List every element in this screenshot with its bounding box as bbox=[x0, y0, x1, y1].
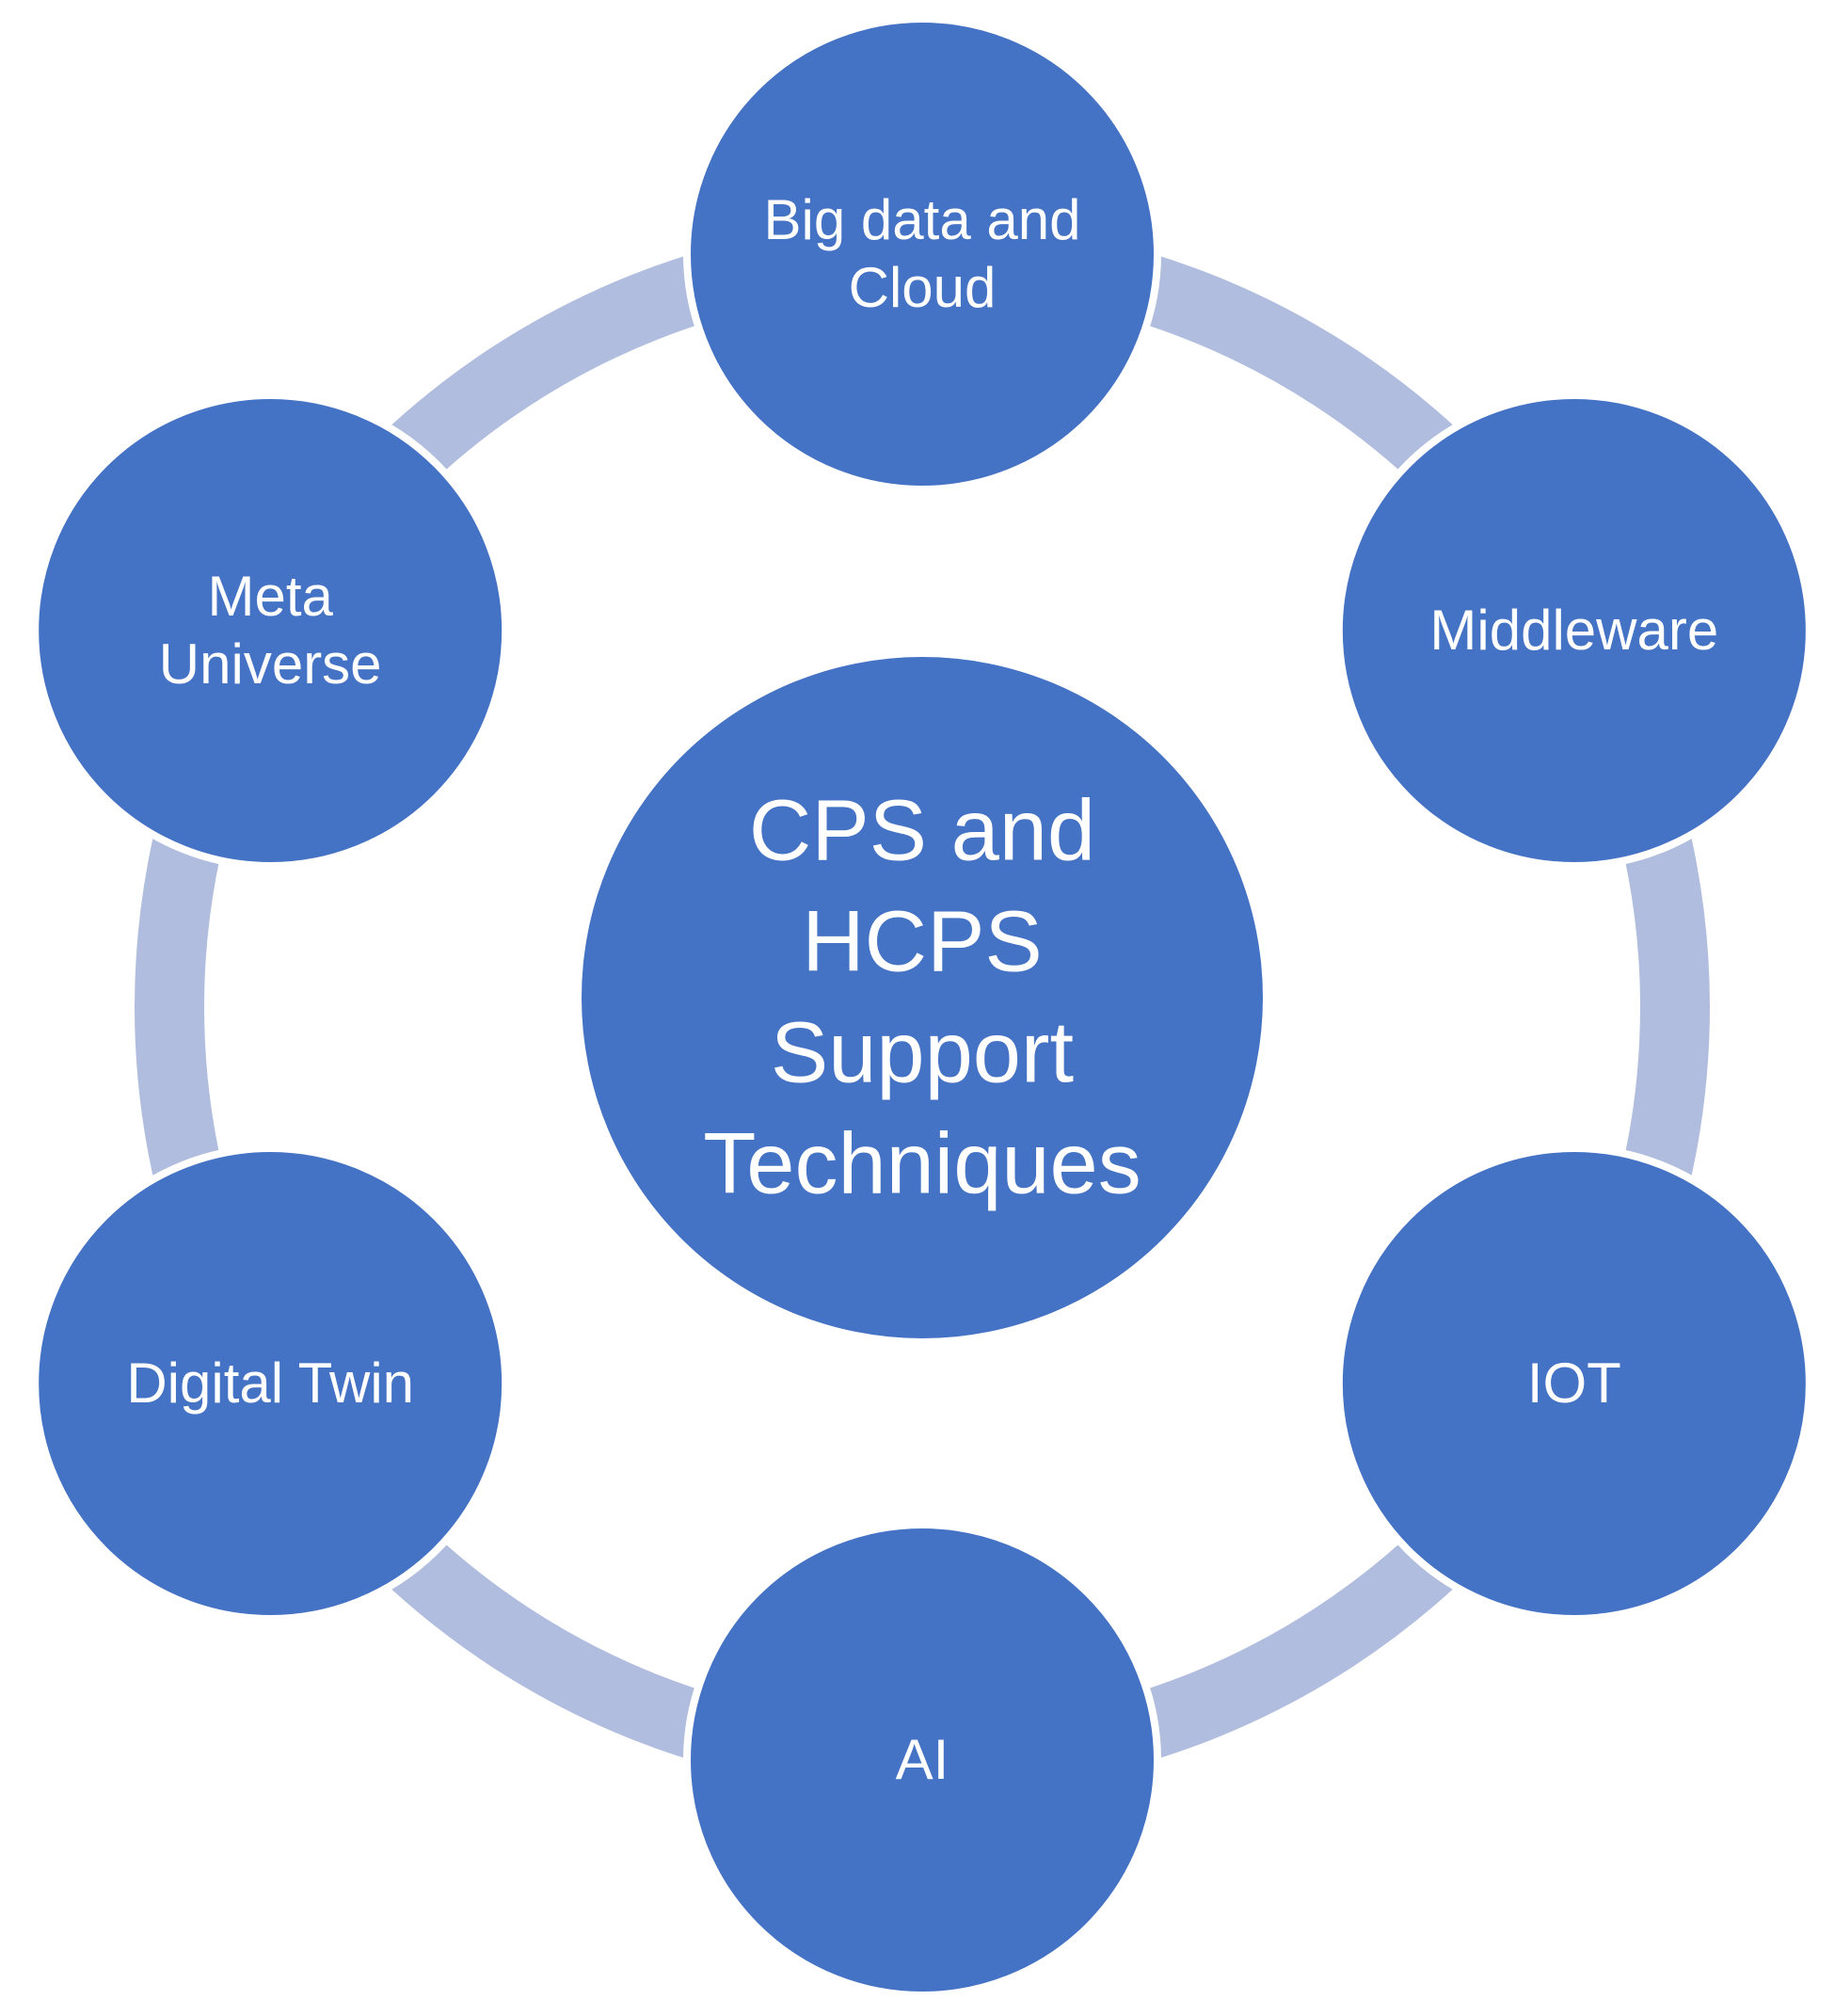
node-label: Cloud bbox=[849, 256, 997, 319]
node-label: Middleware bbox=[1429, 599, 1718, 662]
center-label: Support bbox=[771, 1004, 1074, 1100]
node-middleware: Middleware bbox=[1334, 392, 1813, 870]
node-iot: IOT bbox=[1334, 1144, 1813, 1623]
node-digital-twin: Digital Twin bbox=[31, 1144, 510, 1623]
center-label: Techniques bbox=[703, 1115, 1141, 1211]
center-circle bbox=[582, 657, 1263, 1338]
node-label: Meta bbox=[207, 565, 333, 628]
node-circle bbox=[683, 15, 1161, 493]
node-circle bbox=[683, 1521, 1161, 1999]
node-circle bbox=[1334, 1144, 1813, 1623]
node-label: Big data and bbox=[764, 188, 1081, 251]
center-label: CPS and bbox=[749, 782, 1095, 878]
center-label: HCPS bbox=[802, 893, 1043, 989]
node-label: Digital Twin bbox=[126, 1352, 414, 1415]
node-label: IOT bbox=[1527, 1352, 1621, 1415]
node-label: Universe bbox=[159, 632, 382, 696]
node-label: AI bbox=[896, 1728, 949, 1791]
node-circle bbox=[31, 1144, 510, 1623]
node-ai: AI bbox=[683, 1521, 1161, 1999]
node-circle bbox=[31, 392, 510, 870]
node-circle bbox=[1334, 392, 1813, 870]
